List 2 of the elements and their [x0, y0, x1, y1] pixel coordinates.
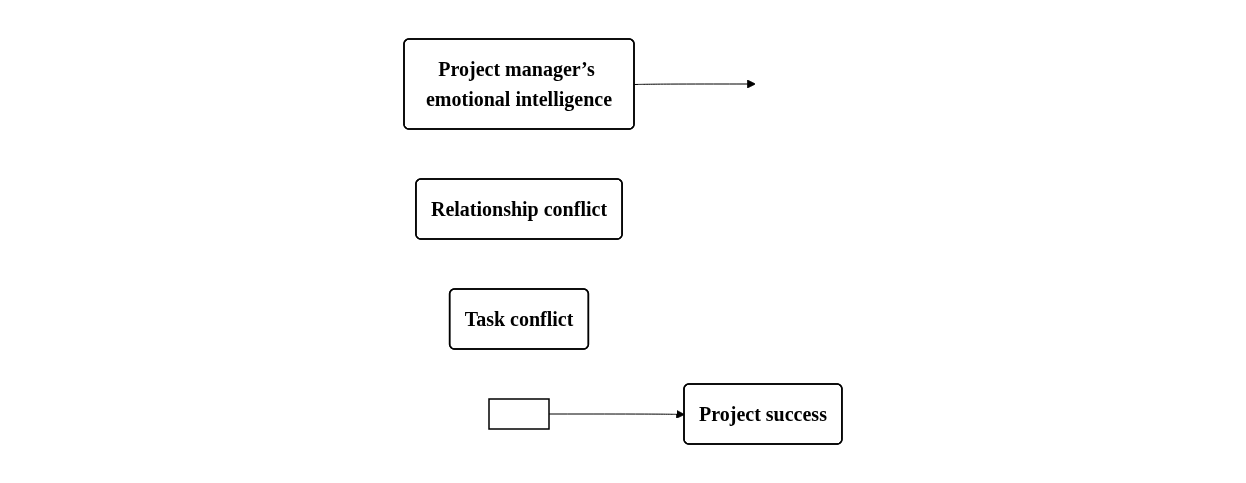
arrow	[634, 79, 756, 89]
node-bar	[488, 398, 550, 430]
